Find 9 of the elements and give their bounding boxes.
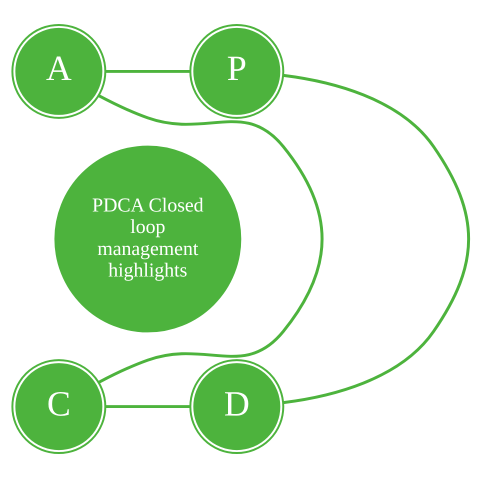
node-circle: A	[11, 23, 106, 118]
node-circle: PDCA Closed loop management highlights	[54, 145, 242, 332]
connector	[98, 94, 324, 384]
node-circle: C	[11, 358, 106, 454]
connector	[105, 404, 190, 408]
connector	[105, 69, 190, 72]
connector	[283, 73, 470, 404]
node-circle: D	[189, 358, 284, 454]
node-circle: P	[189, 23, 284, 118]
